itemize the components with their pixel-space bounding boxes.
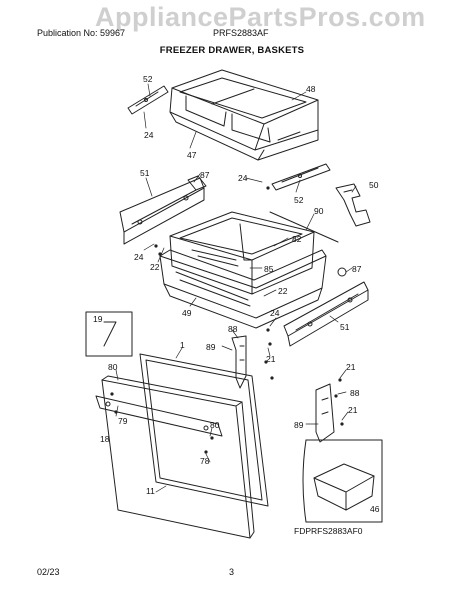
callout-90: 90 [314, 206, 324, 216]
callout-19: 19 [93, 314, 103, 324]
callout-80: 80 [108, 362, 118, 372]
model-number: PRFS2883AF [213, 28, 269, 38]
callout-51: 51 [140, 168, 150, 178]
stabilizer-bar [269, 211, 339, 243]
callout-21: 21 [266, 354, 276, 364]
footer-date: 02/23 [37, 567, 60, 577]
side-rail-right [283, 281, 369, 347]
callout-87: 87 [200, 170, 210, 180]
callout-85: 85 [264, 264, 274, 274]
upper-basket [169, 69, 319, 161]
door-bracket-left [231, 335, 247, 389]
callout-52: 52 [143, 74, 153, 84]
callout-89: 89 [294, 420, 304, 430]
callout-21: 21 [348, 405, 358, 415]
callout-labels: 52 48 24 47 24 52 50 51 87 90 82 24 22 8… [93, 74, 380, 536]
leader-lines [115, 83, 357, 493]
door-handle [95, 395, 223, 437]
page-header: AppliancePartsPros.com Publication No: 5… [0, 0, 464, 62]
door-bracket-right [315, 383, 335, 443]
callout-24: 24 [270, 308, 280, 318]
callout-49: 49 [182, 308, 192, 318]
callout-88: 88 [228, 324, 238, 334]
callout-89: 89 [206, 342, 216, 352]
callout-88: 88 [350, 388, 360, 398]
callout-24: 24 [134, 252, 144, 262]
publication-number: Publication No: 59967 [37, 28, 126, 38]
callout-24: 24 [144, 130, 154, 140]
page-title: FREEZER DRAWER, BASKETS [159, 45, 305, 56]
exploded-parts-diagram: 52 48 24 47 24 52 50 51 87 90 82 24 22 8… [85, 69, 383, 539]
callout-24: 24 [238, 173, 248, 183]
slide-rail-upper-left [127, 85, 169, 115]
callout-48: 48 [306, 84, 316, 94]
basket-inset-box [302, 439, 383, 523]
allen-wrench-box [85, 311, 133, 357]
callout-11: 11 [146, 486, 155, 496]
callout-22: 22 [150, 262, 160, 272]
callout-87: 87 [352, 264, 362, 274]
callout-18: 18 [100, 434, 110, 444]
callout-78: 78 [200, 456, 210, 466]
door-gasket [139, 353, 269, 507]
diagram-code: FDPRFS2883AF0 [294, 526, 363, 536]
door-panel [101, 375, 255, 539]
callout-80: 80 [210, 420, 220, 430]
lower-basket-frame [159, 249, 327, 329]
callout-21: 21 [346, 362, 356, 372]
callout-46: 46 [370, 504, 380, 514]
fastener-dots [110, 186, 344, 454]
middle-basket [169, 211, 315, 295]
callout-1: 1 [180, 340, 185, 350]
callout-50: 50 [369, 180, 379, 190]
callout-82: 82 [292, 234, 302, 244]
watermark-logo: AppliancePartsPros.com [95, 2, 426, 32]
callout-47: 47 [187, 150, 197, 160]
callout-51: 51 [340, 322, 350, 332]
page-number: 3 [229, 567, 235, 577]
side-rail-left [119, 175, 207, 245]
callout-22: 22 [278, 286, 288, 296]
roller-right [337, 267, 347, 277]
callout-52: 52 [294, 195, 304, 205]
slide-rail-upper-right [271, 163, 331, 191]
bracket-part-50 [335, 183, 371, 227]
callout-79: 79 [118, 416, 128, 426]
